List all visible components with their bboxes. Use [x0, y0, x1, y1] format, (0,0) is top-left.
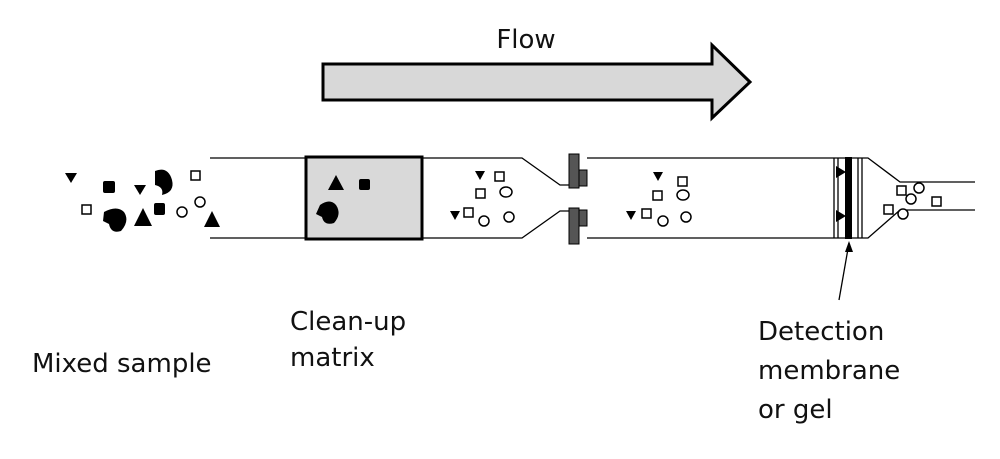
detection-pointer-line [838, 242, 850, 301]
detection-label-line2: membrane [758, 356, 900, 386]
connector-fitting [568, 153, 588, 245]
tube-section-detection [587, 157, 975, 239]
cleanup-matrix-label-line1: Clean-up [290, 307, 406, 337]
cleanup-matrix-block [304, 155, 424, 241]
mixed-sample-label: Mixed sample [32, 349, 212, 379]
mixed-sample-particles [65, 169, 220, 232]
flow-label: Flow [496, 25, 555, 55]
filtered-particles-1 [450, 171, 515, 227]
flow-arrow [321, 41, 753, 122]
filtered-particles-2 [626, 172, 692, 227]
detection-label-line3: or gel [758, 395, 833, 425]
detection-label-line1: Detection [758, 317, 884, 347]
detection-pointer-arrowhead [845, 241, 853, 252]
cleanup-matrix-label-line2: matrix [290, 343, 375, 373]
detection-membrane [833, 157, 863, 239]
exiting-particles [883, 182, 942, 220]
